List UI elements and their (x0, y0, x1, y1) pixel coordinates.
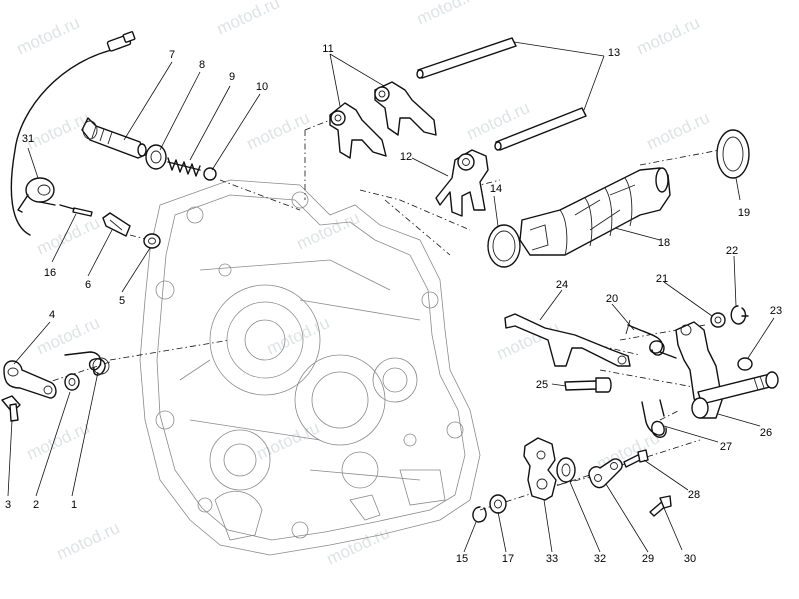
part-19-ring[interactable] (716, 129, 750, 179)
part-label-20: 20 (606, 293, 618, 305)
part-label-4: 4 (49, 309, 55, 321)
part-label-24: 24 (556, 279, 568, 291)
watermark: motod.ru (264, 313, 333, 359)
part-33-stopper-plate[interactable] (523, 437, 557, 501)
watermark: motod.ru (414, 0, 483, 29)
part-16-sensor-pin[interactable] (59, 204, 93, 217)
part-4-selector-lever[interactable] (3, 360, 57, 399)
crankcase-housing (139, 179, 481, 556)
watermark: motod.ru (54, 518, 123, 564)
part-label-5: 5 (119, 295, 125, 307)
watermark: motod.ru (24, 418, 93, 464)
part-11-shift-fork-lower[interactable] (329, 102, 387, 159)
part-label-7: 7 (169, 49, 175, 61)
part-20-spring[interactable] (625, 319, 677, 359)
part-26-gearshift-shaft[interactable] (675, 321, 779, 419)
part-label-30: 30 (684, 553, 696, 565)
watermark: motod.ru (644, 108, 713, 154)
part-label-1: 1 (71, 499, 77, 511)
part-label-8: 8 (199, 59, 205, 71)
part-label-32: 32 (594, 553, 606, 565)
part-18-shift-drum[interactable] (519, 167, 671, 256)
part-label-10: 10 (256, 81, 268, 93)
part-11-shift-fork-upper[interactable] (374, 81, 437, 136)
part-label-15: 15 (456, 553, 468, 565)
part-3-bolt[interactable] (1, 395, 21, 422)
part-label-21: 21 (656, 273, 668, 285)
part-label-16: 16 (44, 267, 56, 279)
part-24-ratchet-plate[interactable] (504, 313, 631, 367)
part-label-13: 13 (608, 47, 620, 59)
part-label-18: 18 (658, 237, 670, 249)
part-label-14: 14 (490, 183, 502, 195)
part-32-washer[interactable] (556, 457, 576, 483)
part-10-ball[interactable] (203, 167, 217, 181)
part-label-3: 3 (5, 499, 11, 511)
part-7-detent-plunger-body[interactable] (81, 117, 147, 159)
part-label-23: 23 (770, 305, 782, 317)
part-13-fork-rod-lower[interactable] (494, 107, 587, 151)
part-6-neutral-switch[interactable] (102, 212, 131, 237)
part-8-washer[interactable] (145, 144, 167, 170)
part-2-washer[interactable] (64, 373, 80, 391)
part-15-circlip[interactable] (472, 506, 487, 523)
part-label-9: 9 (229, 71, 235, 83)
part-label-6: 6 (85, 279, 91, 291)
part-label-31: 31 (22, 133, 34, 145)
part-label-11: 11 (322, 43, 333, 55)
watermark-layer: motod.ru motod.ru motod.ru motod.ru moto… (14, 0, 713, 569)
part-31-neutral-sensor[interactable] (10, 31, 136, 236)
part-label-33: 33 (546, 553, 558, 565)
part-17-washer[interactable] (489, 494, 507, 514)
part-label-19: 19 (738, 207, 750, 219)
watermark: motod.ru (254, 418, 323, 464)
watermark: motod.ru (244, 108, 313, 154)
part-30-bolt[interactable] (649, 495, 672, 517)
part-5-washer[interactable] (143, 233, 161, 249)
part-29-link-plate[interactable] (588, 458, 623, 489)
part-12-shift-fork[interactable] (435, 149, 489, 217)
part-21-washer[interactable] (710, 312, 726, 328)
part-label-28: 28 (688, 489, 700, 501)
watermark: motod.ru (294, 208, 363, 254)
watermark: motod.ru (14, 13, 83, 59)
part-27-return-spring[interactable] (641, 399, 667, 438)
watermark: motod.ru (34, 213, 103, 259)
part-label-25: 25 (536, 379, 548, 391)
part-label-17: 17 (502, 553, 514, 565)
part-25-bolt[interactable] (564, 377, 612, 393)
leader-lines (7, 41, 775, 553)
part-label-27: 27 (720, 441, 732, 453)
part-23-bushing[interactable] (737, 357, 753, 371)
part-label-29: 29 (642, 553, 654, 565)
part-number-labels: 1 2 3 4 5 6 7 8 9 10 11 12 13 14 15 16 1… (5, 43, 782, 565)
part-9-spring[interactable] (167, 157, 201, 177)
part-label-2: 2 (33, 499, 39, 511)
part-22-circlip[interactable] (730, 305, 749, 325)
part-label-12: 12 (400, 151, 412, 163)
part-14-ring[interactable] (487, 224, 521, 268)
part-label-22: 22 (726, 245, 738, 257)
assembly-lines (39, 119, 721, 511)
part-28-bolt[interactable] (623, 449, 649, 468)
part-13-fork-rod-upper[interactable] (416, 37, 517, 79)
watermark: motod.ru (214, 0, 283, 39)
part-label-26: 26 (760, 427, 772, 439)
part-1-spring[interactable] (64, 351, 110, 376)
watermark: motod.ru (634, 13, 703, 59)
